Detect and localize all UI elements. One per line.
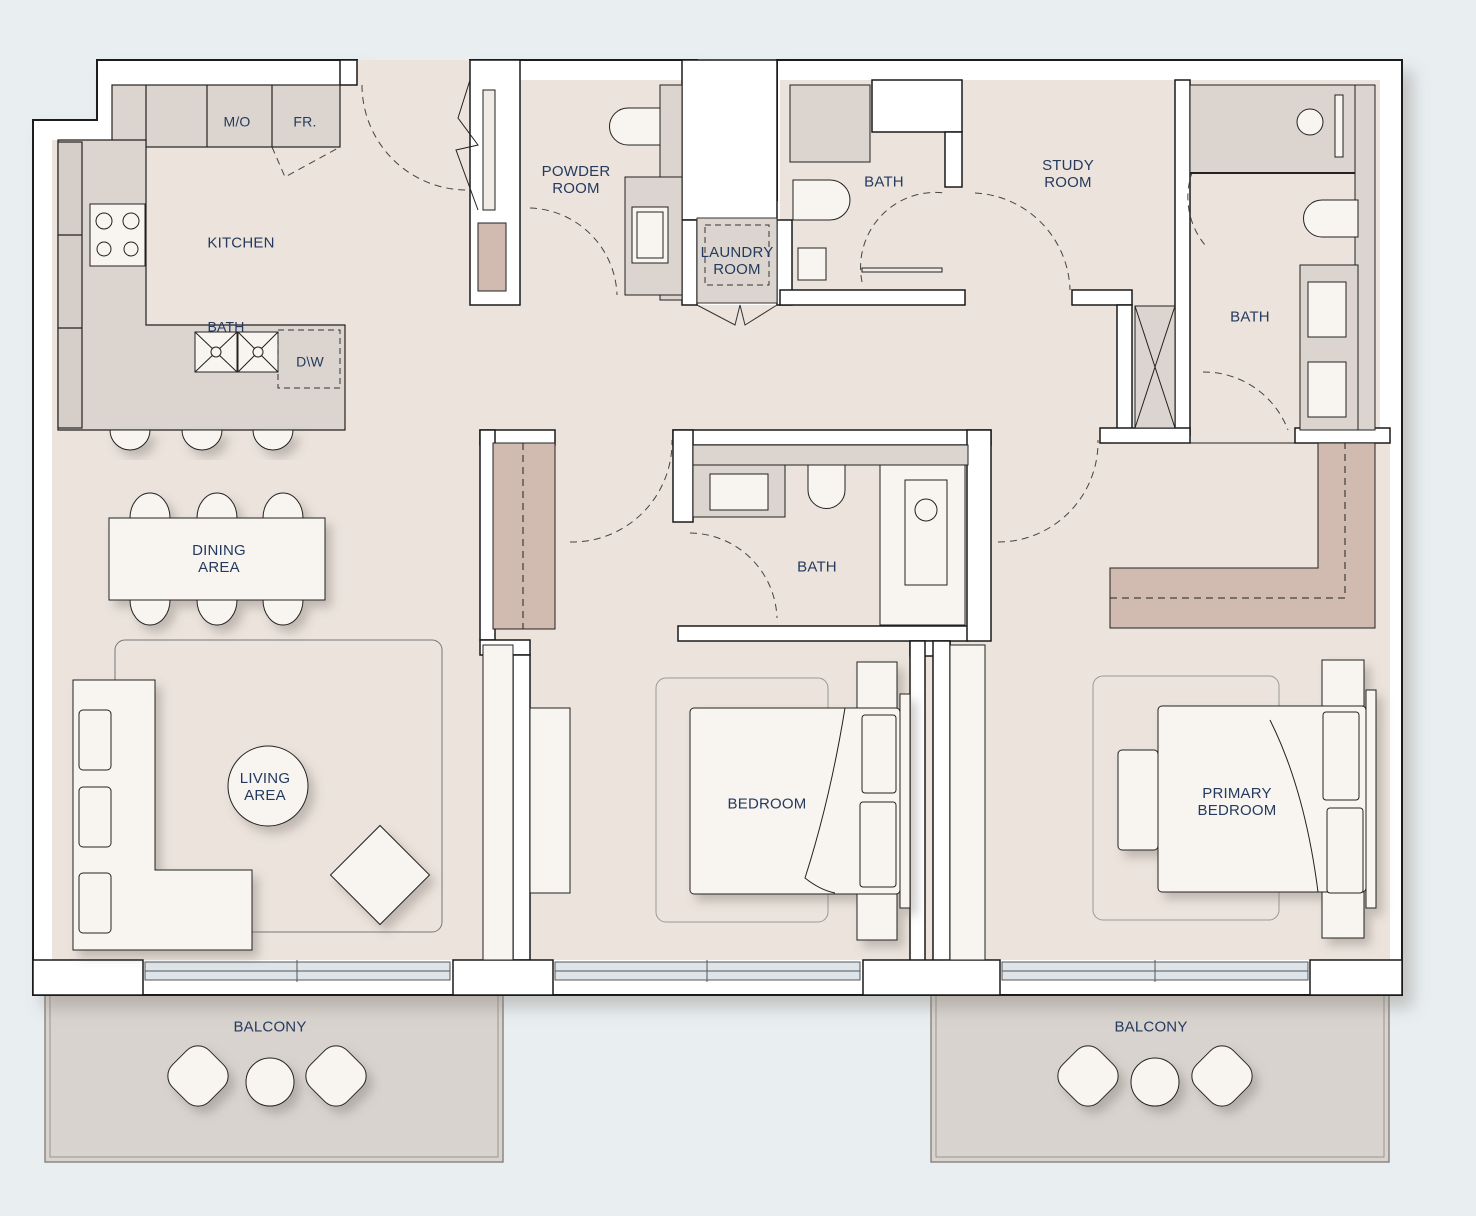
sofa <box>72 679 253 951</box>
label-primary-bedroom: PRIMARY BEDROOM <box>1197 785 1277 819</box>
label-balcony-left: BALCONY <box>233 1018 307 1036</box>
label-balcony-right: BALCONY <box>1114 1018 1188 1036</box>
label-fridge: FR. <box>293 113 317 130</box>
kitchen-sink <box>194 331 279 373</box>
bed <box>689 661 911 941</box>
label-kitchen-sink: BATH <box>207 318 245 335</box>
label-dishwasher: D\W <box>296 353 324 370</box>
label-powder-room: POWDER ROOM <box>541 163 611 197</box>
label-bath-2: BATH <box>797 558 837 576</box>
label-study-room: STUDY ROOM <box>1042 157 1094 191</box>
entry-door <box>455 79 507 292</box>
label-dining-area: DINING AREA <box>192 542 246 576</box>
interior-walls <box>32 59 1403 996</box>
armchair <box>329 824 431 926</box>
door-swings <box>271 84 1289 619</box>
label-kitchen: KITCHEN <box>207 234 275 252</box>
windows <box>144 960 1309 982</box>
balcony-right-furniture <box>1057 1045 1253 1107</box>
primary-bed <box>1117 659 1377 939</box>
label-laundry-room: LAUNDRY ROOM <box>700 244 774 278</box>
label-bath-1: BATH <box>864 173 904 191</box>
dining-set <box>108 492 326 626</box>
bath-1-fixtures <box>789 84 943 281</box>
dishwasher-outline <box>277 329 341 389</box>
primary-bath-fixtures <box>1134 84 1376 431</box>
label-bedroom: BEDROOM <box>727 795 807 813</box>
label-bath-primary: BATH <box>1230 308 1270 326</box>
bath-2-fixtures <box>692 444 969 626</box>
label-living-area: LIVING AREA <box>239 770 291 804</box>
laundry-fixtures <box>696 217 778 326</box>
cooktop <box>89 203 146 267</box>
label-microwave: M/O <box>223 113 251 130</box>
powder-room-fixtures <box>609 84 683 301</box>
wardrobes <box>482 442 1376 961</box>
coffee-table <box>227 745 309 827</box>
bar-stools <box>109 429 294 451</box>
balcony-left-furniture <box>167 1045 367 1107</box>
